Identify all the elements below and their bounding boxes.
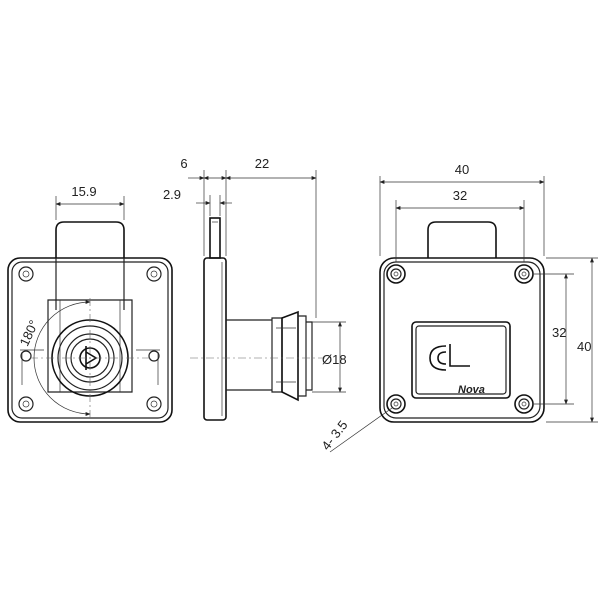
side-dimension-6: 6 xyxy=(180,156,187,171)
rotation-label: 180° xyxy=(16,318,41,349)
side-view: 6 22 2.9 Ø18 xyxy=(163,156,347,421)
back-screw-holes xyxy=(386,264,534,414)
outer-height-dimension: 40 xyxy=(577,339,591,354)
hole-spacing-vertical: 32 xyxy=(552,325,566,340)
brand-logo-icon xyxy=(429,344,470,371)
outer-width-dimension: 40 xyxy=(455,162,469,177)
front-width-dimension: 15.9 xyxy=(71,184,96,199)
side-dimension-22: 22 xyxy=(255,156,269,171)
hole-spacing-horizontal: 32 xyxy=(453,188,467,203)
diameter-label: Ø18 xyxy=(322,352,347,367)
back-view: Nova 40 32 32 40 4- 3.5 xyxy=(318,162,598,453)
front-screw-holes xyxy=(18,266,162,412)
side-dimension-2-9: 2.9 xyxy=(163,187,181,202)
front-view: 180° 15.9 xyxy=(7,184,173,423)
holes-callout: 4- 3.5 xyxy=(318,418,350,453)
brand-name: Nova xyxy=(458,384,485,396)
